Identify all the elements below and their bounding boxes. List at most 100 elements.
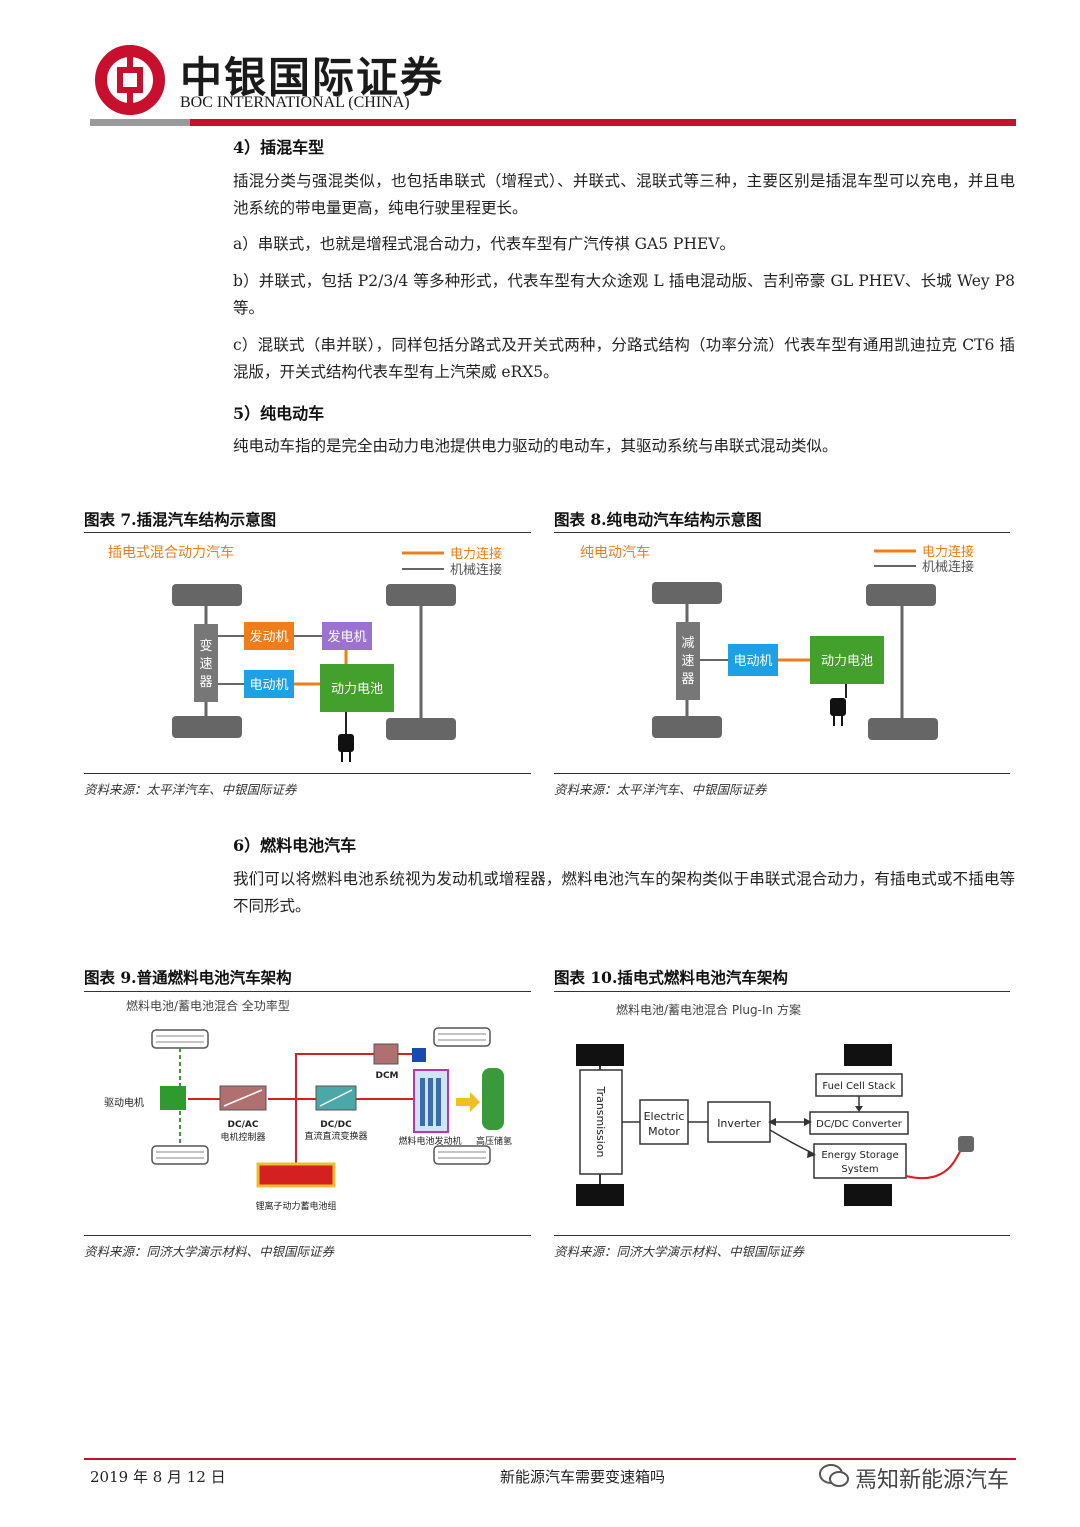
fig10-diagram: 燃料电池/蓄电池混合 Plug-In 方案 Transmission Elect… (576, 1002, 974, 1206)
footer-rule (84, 1458, 1016, 1460)
footer-date: 2019 年 8 月 12 日 (90, 1468, 226, 1486)
fig10-transmission-box (579, 1069, 623, 1175)
brand-name-cn: 中银国际证券 (180, 53, 445, 102)
boc-logo-center (117, 67, 143, 93)
fig7-bottom-rule (84, 773, 531, 774)
fig9-diagram: 燃料电池/蓄电池混合 全功率型 驱动电机 DC/AC 电机控制器 DC/DC 直… (104, 998, 512, 1212)
fig10-top-rule (554, 991, 1010, 992)
fig9-li-battery: 锂离子动力蓄电池组 (255, 1200, 336, 1212)
fig9-bottom-rule (84, 1235, 531, 1236)
fig9-tire-fl (151, 1029, 209, 1049)
fig8-top-rule (554, 532, 1010, 533)
fig9-drive-motor: 驱动电机 (104, 1096, 144, 1109)
fig9-fc-engine: 燃料电池发动机 (398, 1135, 461, 1147)
fig9-h2-label: 高压储氢 (476, 1135, 512, 1147)
fig7-legend-mech: 机械连接 (450, 562, 502, 578)
header-rule-gray (90, 119, 190, 126)
fig10-bottom-rule (554, 1235, 1010, 1236)
wechat-icon (819, 1464, 849, 1487)
fig9-li-battery-box (256, 1162, 336, 1188)
fig9-tire-fr (433, 1027, 491, 1047)
fig7-generator (322, 622, 372, 650)
fig7-top-rule (84, 532, 531, 533)
fig8-reducer-1: 减 (681, 636, 694, 651)
fig10-wheel-fl (576, 1044, 624, 1066)
fig8-reducer-3: 器 (681, 672, 694, 687)
fig9-dcdc: DC/DC (320, 1120, 352, 1130)
fig7-title: 图表 7.插混汽车结构示意图 (84, 510, 277, 529)
fig8-wheel-rl (652, 716, 722, 738)
fig10-electric-motor-2: Motor (648, 1125, 680, 1138)
section4-para1: 插混分类与强混类似，也包括串联式（增程式）、并联式、混联式等三种，主要区别是插混… (233, 172, 1015, 217)
fig8-label-main: 纯电动汽车 (580, 544, 650, 561)
fig10-inverter: Inverter (717, 1117, 761, 1130)
fig7-engine (244, 622, 294, 650)
section4-heading: 4）插混车型 (233, 138, 325, 157)
fig8-wheel-fl (652, 582, 722, 604)
fig10-fuel-cell: Fuel Cell Stack (822, 1081, 895, 1092)
fig10-label-main: 燃料电池/蓄电池混合 Plug-In 方案 (616, 1002, 801, 1017)
section4-item-b: b）并联式，包括 P2/3/4 等多种形式，代表车型有大众途观 L 插电混动版、… (233, 272, 1015, 317)
fig7-battery-label: 动力电池 (331, 682, 383, 697)
fig10-source: 资料来源：同济大学演示材料、中银国际证券 (554, 1244, 805, 1259)
fig8-title: 图表 8.纯电动汽车结构示意图 (554, 510, 762, 529)
fig10-title: 图表 10.插电式燃料电池汽车架构 (554, 968, 788, 987)
fig10-dcdc: DC/DC Converter (816, 1119, 903, 1130)
fig7-wheel-fl (172, 584, 242, 606)
fig9-h2-tank (482, 1068, 504, 1130)
fig8-battery-label: 动力电池 (821, 654, 873, 669)
footer-title: 新能源汽车需要变速箱吗 (500, 1468, 666, 1486)
fig8-legend-mech: 机械连接 (922, 559, 974, 575)
fig9-dcm-pump (412, 1048, 426, 1062)
fig10-plug-icon (958, 1136, 974, 1152)
fig7-wheel-fr (386, 584, 456, 606)
fig7-wheel-rr (386, 718, 456, 740)
fig10-wheel-rl (576, 1184, 624, 1206)
fig7-motor (244, 670, 294, 698)
fig9-dcm-box (373, 1043, 399, 1065)
fig10-transmission: Transmission (594, 1085, 607, 1157)
brand-name-en: BOC INTERNATIONAL (CHINA) (180, 94, 410, 111)
footer-watermark: 焉知新能源汽车 (855, 1468, 1010, 1493)
section5-para: 纯电动车指的是完全由动力电池提供电力驱动的电动车，其驱动系统与串联式混动类似。 (233, 437, 838, 455)
fig10-energy-storage-box (813, 1143, 907, 1179)
fig8-motor-label: 电动机 (733, 654, 772, 669)
fig7-diagram: 插电式混合动力汽车 电力连接 机械连接 变 速 器 发动机 发电机 电动机 动力… (108, 544, 502, 762)
fig9-dcm: DCM (375, 1071, 398, 1081)
fig7-trans-2: 速 (199, 657, 212, 672)
fig8-wheel-fr (866, 584, 936, 606)
fig8-bottom-rule (554, 773, 1010, 774)
fig8-wheel-rr (868, 718, 938, 740)
fig8-diagram: 纯电动汽车 电力连接 机械连接 减 速 器 电动机 动力电池 (580, 544, 974, 740)
fig7-wheel-rl (172, 716, 242, 738)
fig8-reducer-2: 速 (681, 654, 694, 669)
fig9-label-main: 燃料电池/蓄电池混合 全功率型 (126, 998, 290, 1013)
fig7-battery (320, 664, 394, 712)
section4-item-c: c）混联式（串并联），同样包括分路式及开关式两种，分路式结构（功率分流）代表车型… (233, 336, 1015, 381)
fig8-battery (810, 636, 884, 684)
fig8-reducer (676, 622, 700, 700)
fig10-wheel-rr (844, 1184, 892, 1206)
fig9-top-rule (84, 991, 531, 992)
section6-heading: 6）燃料电池汽车 (233, 836, 357, 855)
fig8-motor (728, 644, 778, 676)
fig7-plug-icon (338, 734, 354, 752)
fig7-engine-label: 发动机 (249, 629, 288, 645)
fig8-legend-electric: 电力连接 (922, 544, 974, 560)
fig7-motor-label: 电动机 (249, 678, 288, 693)
fig7-transmission (194, 624, 218, 702)
fig10-electric-motor-1: Electric (644, 1110, 685, 1123)
fig7-trans-3: 器 (199, 675, 212, 690)
fig9-title: 图表 9.普通燃料电池汽车架构 (84, 968, 292, 987)
fig9-dcdc-desc: 直流直流变换器 (304, 1130, 367, 1142)
fig7-trans-1: 变 (199, 638, 212, 654)
fig7-source: 资料来源：太平洋汽车、中银国际证券 (84, 782, 297, 797)
fig8-source: 资料来源：太平洋汽车、中银国际证券 (554, 782, 767, 797)
section5-heading: 5）纯电动车 (233, 404, 325, 423)
fig10-wheel-fr (844, 1044, 892, 1066)
fig9-tire-rr (433, 1145, 491, 1165)
header-rule-red (190, 119, 1016, 126)
fig9-source: 资料来源：同济大学演示材料、中银国际证券 (84, 1244, 335, 1259)
fig7-label-main: 插电式混合动力汽车 (108, 544, 234, 561)
fig7-generator-label: 发电机 (327, 629, 366, 645)
